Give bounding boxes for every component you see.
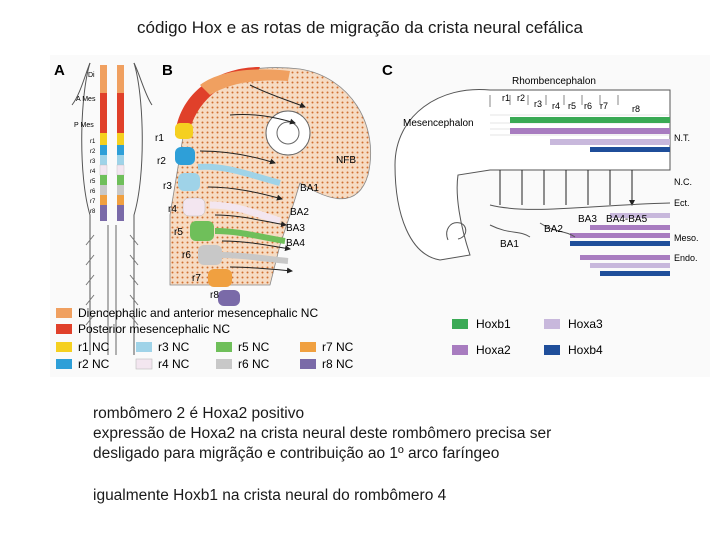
legend-swatch (56, 342, 72, 352)
panel-c-r4: r4 (552, 101, 560, 111)
panel-b-nfb: NFB (336, 155, 356, 166)
panel-b-ba1: BA1 (300, 183, 319, 194)
figure-panel: A Di A Mes P Mes r1 r2 r3 r4 r5 r6 r7 (50, 55, 710, 377)
panel-b-r2: r2 (157, 156, 166, 167)
legend-nc-label: r3 NC (158, 340, 190, 354)
legend-swatch (135, 358, 153, 370)
panel-b-ba3: BA3 (286, 223, 305, 234)
legend-swatch (544, 319, 560, 329)
legend-nc-label: r4 NC (158, 357, 190, 371)
legend-hox: Hoxb1 Hoxa3 Hoxa2 Hoxb4 (452, 317, 603, 357)
panel-a-ames: A Mes (76, 96, 96, 103)
caption-line: igualmente Hoxb1 na crista neural do rom… (93, 487, 447, 504)
panel-c-r2: r2 (517, 93, 525, 103)
legend-swatch (136, 342, 152, 352)
panel-a-r7: r7 (90, 199, 96, 205)
panel-c-r1: r1 (502, 93, 510, 103)
legend-nc-label: r7 NC (322, 340, 354, 354)
panel-b-label: B (162, 62, 173, 79)
panel-b-r1: r1 (155, 133, 164, 144)
panel-a-r8: r8 (90, 209, 96, 215)
legend-swatch (452, 319, 468, 329)
panel-c-ect: Ect. (674, 198, 690, 208)
panel-a-r1: r1 (90, 139, 96, 145)
panel-c-r3: r3 (534, 99, 542, 109)
panel-c-rhombencephalon: Rhombencephalon (512, 76, 596, 87)
legend-swatch (300, 359, 316, 369)
panel-a-r6: r6 (90, 189, 96, 195)
legend-hox-label: Hoxb4 (568, 343, 603, 357)
legend-swatch (216, 342, 232, 352)
panel-a-pmes: P Mes (74, 122, 94, 129)
legend-hox-label: Hoxa2 (476, 343, 511, 357)
panel-a-r5: r5 (90, 179, 96, 185)
legend-hox-label: Hoxb1 (476, 317, 511, 331)
panel-a-embryo (71, 62, 153, 355)
panel-b-r3: r3 (163, 181, 172, 192)
panel-c-nt: N.T. (674, 133, 690, 143)
legend-swatch (544, 345, 560, 355)
panel-a-label: A (54, 62, 65, 79)
legend-nc-label: r1 NC (78, 340, 110, 354)
figure-svg: A Di A Mes P Mes r1 r2 r3 r4 r5 r6 r7 (54, 62, 699, 371)
panel-c-embryo (394, 88, 671, 276)
panel-a-r3: r3 (90, 159, 96, 165)
caption-line: expressão de Hoxa2 na crista neural dest… (93, 425, 552, 442)
legend-swatch (56, 359, 72, 369)
panel-c-endo: Endo. (674, 253, 698, 263)
panel-b-ba4: BA4 (286, 238, 305, 249)
panel-c-label: C (382, 62, 393, 79)
panel-a-r2: r2 (90, 149, 96, 155)
legend-nc-label: r6 NC (238, 357, 270, 371)
legend-swatch (452, 345, 468, 355)
panel-c-ba1: BA1 (500, 239, 519, 250)
panel-c-mesencephalon: Mesencephalon (403, 118, 474, 129)
panel-c-r7: r7 (600, 101, 608, 111)
panel-a-r4: r4 (90, 169, 96, 175)
legend-swatch (56, 308, 72, 318)
panel-b-r7: r7 (192, 273, 201, 284)
caption-line: rombômero 2 é Hoxa2 positivo (93, 405, 305, 422)
panel-c-meso: Meso. (674, 233, 699, 243)
panel-c-r6: r6 (584, 101, 592, 111)
panel-c-ba2: BA2 (544, 224, 563, 235)
legend-nc-label: Posterior mesencephalic NC (78, 322, 230, 336)
legend-nc: Diencephalic and anterior mesencephalic … (56, 306, 354, 371)
panel-b-head (169, 67, 372, 306)
panel-c-nc: N.C. (674, 177, 692, 187)
panel-b-r6: r6 (182, 250, 191, 261)
legend-hox-label: Hoxa3 (568, 317, 603, 331)
panel-c-r5: r5 (568, 101, 576, 111)
panel-a-di: Di (88, 72, 95, 79)
panel-b-r8: r8 (210, 290, 219, 301)
panel-b-r5: r5 (174, 227, 183, 238)
panel-c-ba3: BA3 (578, 214, 597, 225)
legend-nc-label: r8 NC (322, 357, 354, 371)
legend-swatch (300, 342, 316, 352)
legend-swatch (216, 359, 232, 369)
legend-nc-label: r2 NC (78, 357, 110, 371)
panel-c-r8: r8 (632, 104, 640, 114)
panel-b-ba2: BA2 (290, 207, 309, 218)
legend-nc-label: Diencephalic and anterior mesencephalic … (78, 306, 318, 320)
caption-text: rombômero 2 é Hoxa2 positivo expressão d… (93, 404, 551, 506)
legend-nc-label: r5 NC (238, 340, 270, 354)
legend-swatch (56, 324, 72, 334)
caption-line: desligado para migrãção e contribuição a… (93, 445, 500, 462)
panel-c-ba45: BA4-BA5 (606, 214, 648, 225)
page-title: código Hox e as rotas de migração da cri… (136, 18, 583, 37)
panel-b-r4: r4 (168, 204, 177, 215)
